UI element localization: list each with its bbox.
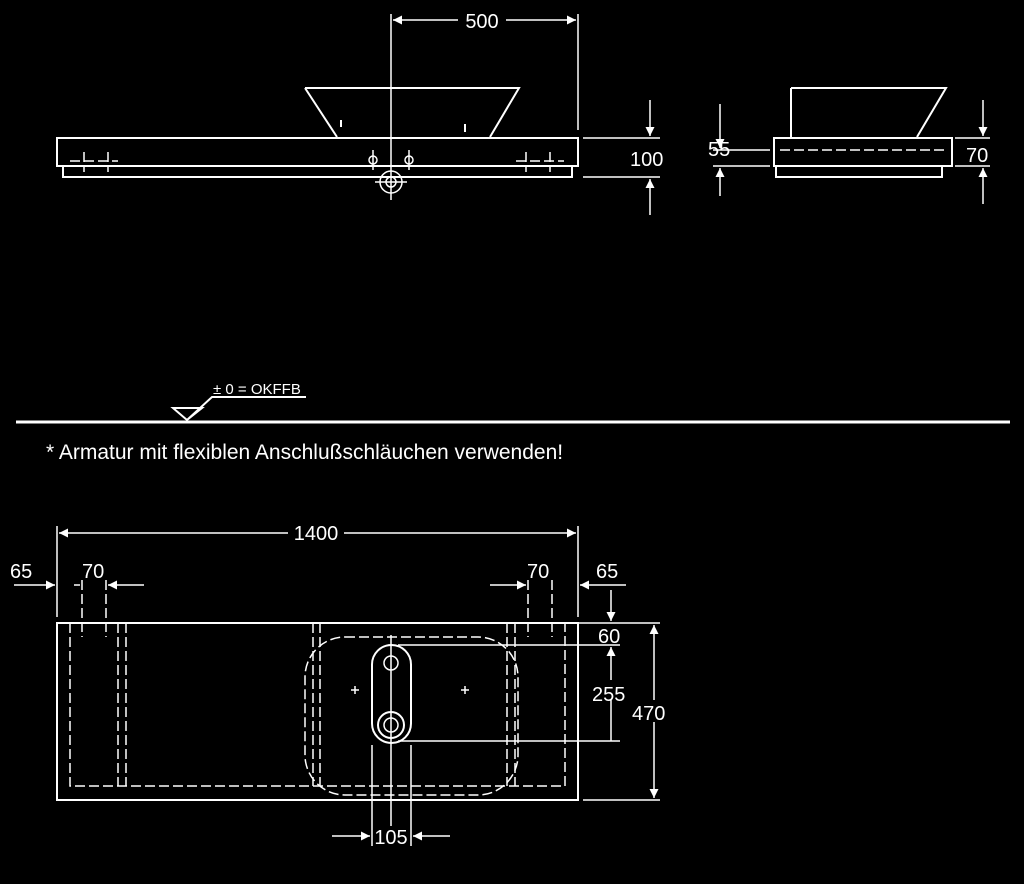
dim-left-65-label: 65 [10, 561, 32, 583]
dim-left-70-label: 70 [82, 561, 104, 583]
top-view: 1400 65 70 70 65 60 255 470 [10, 522, 665, 849]
installation-note: * Armatur mit flexiblen Anschlußschläuch… [46, 441, 563, 464]
front-view: 500 100 [56, 8, 663, 215]
bowl-outline [304, 87, 521, 138]
bracket-marks-left [70, 152, 118, 172]
dim-right-65-label: 65 [596, 561, 618, 583]
inner-frame [69, 623, 566, 787]
dim-55-label: 55 [708, 139, 730, 161]
left-bracket-lines [117, 623, 127, 786]
floor-level-label: ± 0 = OKFFB [213, 381, 301, 398]
top-outline [56, 622, 579, 801]
dim-255-label: 255 [592, 684, 625, 706]
dim-100-label: 100 [630, 149, 663, 171]
side-view: 55 70 [708, 87, 990, 204]
side-lower-panel [775, 166, 943, 178]
center-support-lines [312, 623, 321, 786]
dim-1400-label: 1400 [294, 523, 339, 545]
side-slab [773, 137, 953, 167]
dim-105-label: 105 [374, 827, 407, 849]
side-bowl-outline [790, 87, 948, 138]
dim-60-label: 60 [598, 626, 620, 648]
dim-500-label: 500 [465, 11, 498, 33]
dim-470-label: 470 [632, 703, 665, 725]
level-symbol [170, 396, 306, 422]
fixing-mark-right [461, 686, 469, 694]
dim-70-label: 70 [966, 145, 988, 167]
right-bracket-lines [506, 623, 516, 786]
fixing-mark-left [351, 686, 359, 694]
floor-level: ± 0 = OKFFB [16, 381, 1010, 424]
bracket-marks-right [516, 152, 564, 172]
countertop-lower-panel [62, 166, 573, 178]
countertop-slab [56, 137, 579, 167]
dim-right-70-label: 70 [527, 561, 549, 583]
